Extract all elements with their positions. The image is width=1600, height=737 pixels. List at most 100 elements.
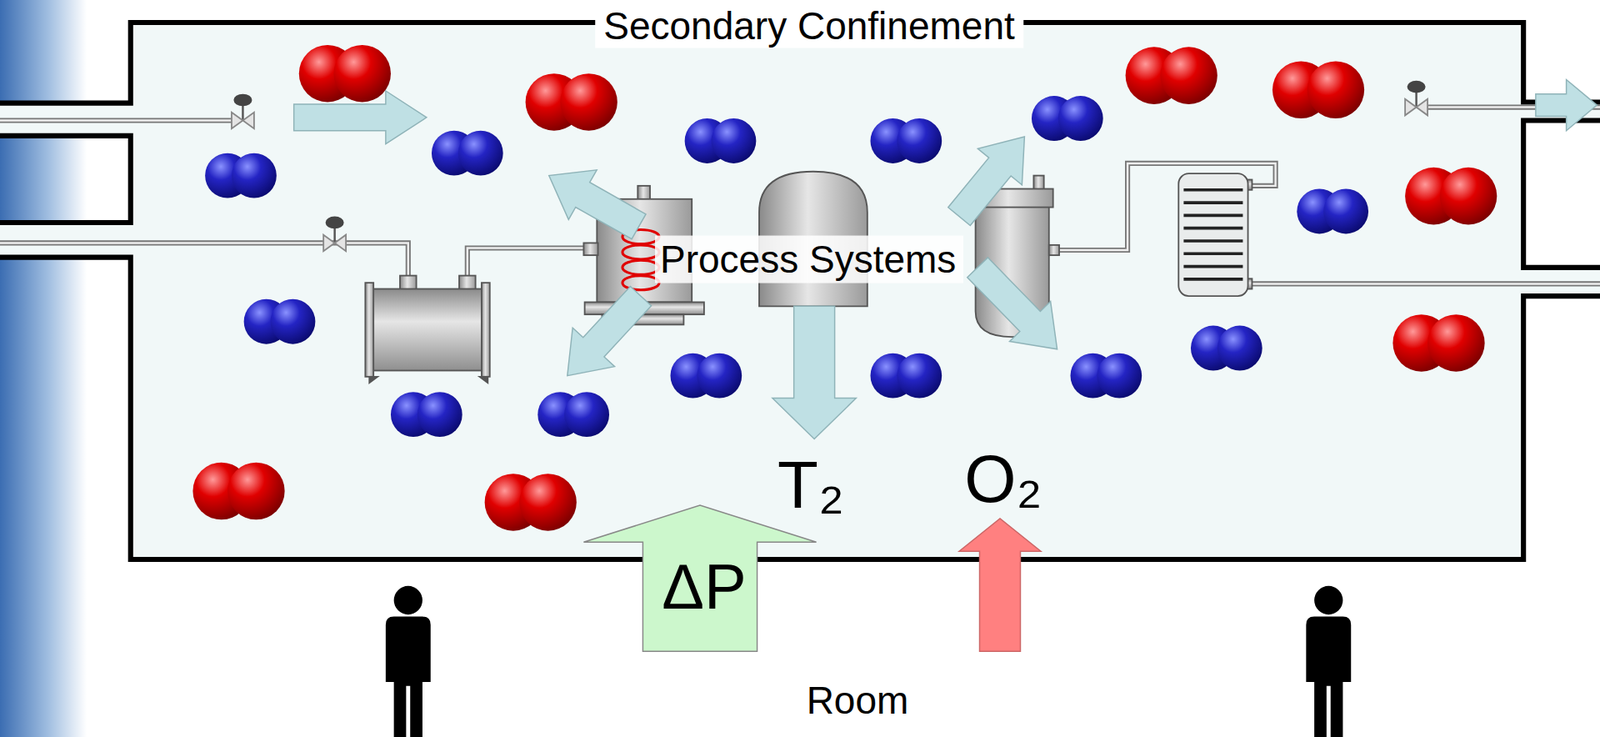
- nitrogen-molecule: [1070, 353, 1142, 399]
- valve: [1405, 80, 1428, 116]
- nitrogen-molecule: [390, 391, 463, 437]
- motor-cap: [637, 185, 650, 200]
- confinement-wall: [0, 22, 1600, 560]
- node-text: Secondary Confinement: [595, 4, 1024, 49]
- person-body: [1305, 616, 1351, 737]
- valve: [323, 216, 346, 252]
- nitrogen-molecule: [1296, 189, 1369, 235]
- person-head: [1314, 585, 1343, 615]
- atom: [564, 391, 610, 437]
- oxygen-molecule: [192, 462, 285, 520]
- nitrogen-molecule: [431, 130, 504, 176]
- confinement-box: Secondary ConfinementProcess Systems: [130, 22, 1524, 560]
- plate-line: [1183, 239, 1243, 243]
- leak-arrow: [549, 170, 646, 240]
- person-icon: [385, 585, 431, 737]
- nozzle: [459, 275, 476, 290]
- nozzle: [400, 275, 417, 290]
- plate-line: [1183, 188, 1243, 192]
- heating-coil: [622, 230, 660, 290]
- tank-end: [365, 282, 374, 377]
- leak-arrow: [948, 136, 1025, 225]
- room-label: Room: [806, 679, 910, 722]
- nozzle: [1033, 175, 1044, 190]
- nitrogen-molecule: [870, 118, 942, 164]
- tank-end: [481, 282, 490, 377]
- coil-turn: [622, 245, 660, 260]
- person-body: [385, 616, 431, 737]
- process-label-box: Process Systems: [655, 235, 964, 284]
- flow-arrows: [294, 80, 1598, 652]
- plate-line: [1183, 214, 1243, 218]
- leak-arrow: [967, 257, 1058, 350]
- oxygen-molecule: [485, 473, 577, 531]
- nitrogen-molecule: [685, 118, 757, 164]
- atom: [710, 118, 756, 164]
- temperature-label: T₂: [777, 448, 845, 522]
- tank-foot: [480, 376, 489, 383]
- atom: [270, 299, 315, 345]
- gas-label: O₂: [964, 442, 1042, 516]
- atom: [231, 153, 277, 199]
- atom: [458, 130, 504, 176]
- atom: [1307, 60, 1365, 119]
- leak-arrow: [772, 305, 856, 439]
- oxygen-molecule: [1272, 60, 1365, 119]
- nozzle: [1049, 245, 1060, 255]
- nitrogen-molecule: [670, 353, 742, 399]
- atom: [1440, 167, 1498, 225]
- nitrogen-molecule: [870, 353, 942, 399]
- oxygen-molecule: [1392, 314, 1485, 372]
- atom: [519, 473, 577, 531]
- coil-turn: [622, 260, 660, 275]
- oxygen-molecule: [299, 45, 391, 103]
- atom: [1427, 314, 1485, 372]
- nitrogen-molecule: [205, 153, 277, 199]
- plate-line: [1183, 265, 1243, 269]
- atom: [896, 118, 942, 164]
- gas-molecules: [192, 45, 1497, 531]
- atom: [560, 73, 618, 131]
- leak-arrow: [567, 285, 652, 375]
- atom: [1096, 353, 1142, 399]
- plate-line: [1183, 277, 1243, 281]
- valve: [231, 94, 255, 130]
- confinement-fill: [0, 22, 1600, 560]
- atom: [227, 462, 285, 520]
- horizontal-tank: [365, 275, 490, 384]
- atom: [333, 45, 391, 103]
- exchanger-plates: [1183, 190, 1243, 280]
- motor-flange: [583, 242, 598, 255]
- vertical-vessel: [759, 171, 868, 307]
- oxygen-molecule: [525, 73, 618, 131]
- oxygen-ingress-arrow: [959, 518, 1041, 651]
- atom: [1058, 95, 1104, 141]
- node-text: Process Systems: [660, 237, 959, 282]
- exchanger-shell: [1178, 173, 1248, 296]
- pressure-label: ΔP: [661, 551, 746, 622]
- atom: [1160, 46, 1218, 105]
- person-head: [394, 585, 423, 615]
- pressure-arrow: [583, 505, 816, 651]
- nitrogen-molecule: [1031, 95, 1104, 141]
- nitrogen-molecule: [1190, 325, 1263, 371]
- wall-segment: [0, 135, 131, 223]
- nitrogen-molecule: [244, 299, 316, 345]
- atom: [1323, 189, 1369, 235]
- atom: [417, 391, 463, 437]
- nitrogen-molecule: [537, 391, 610, 437]
- atom: [696, 353, 742, 399]
- oxygen-molecule: [1125, 46, 1218, 105]
- coil-turn: [622, 275, 660, 290]
- tank-foot: [369, 376, 378, 383]
- exhaust-arrow: [1535, 80, 1597, 131]
- person-icon: [1305, 585, 1351, 737]
- atom: [1217, 325, 1263, 371]
- wall-segment: [1523, 120, 1600, 267]
- oxygen-molecule: [1405, 167, 1497, 225]
- tank-body: [371, 289, 485, 371]
